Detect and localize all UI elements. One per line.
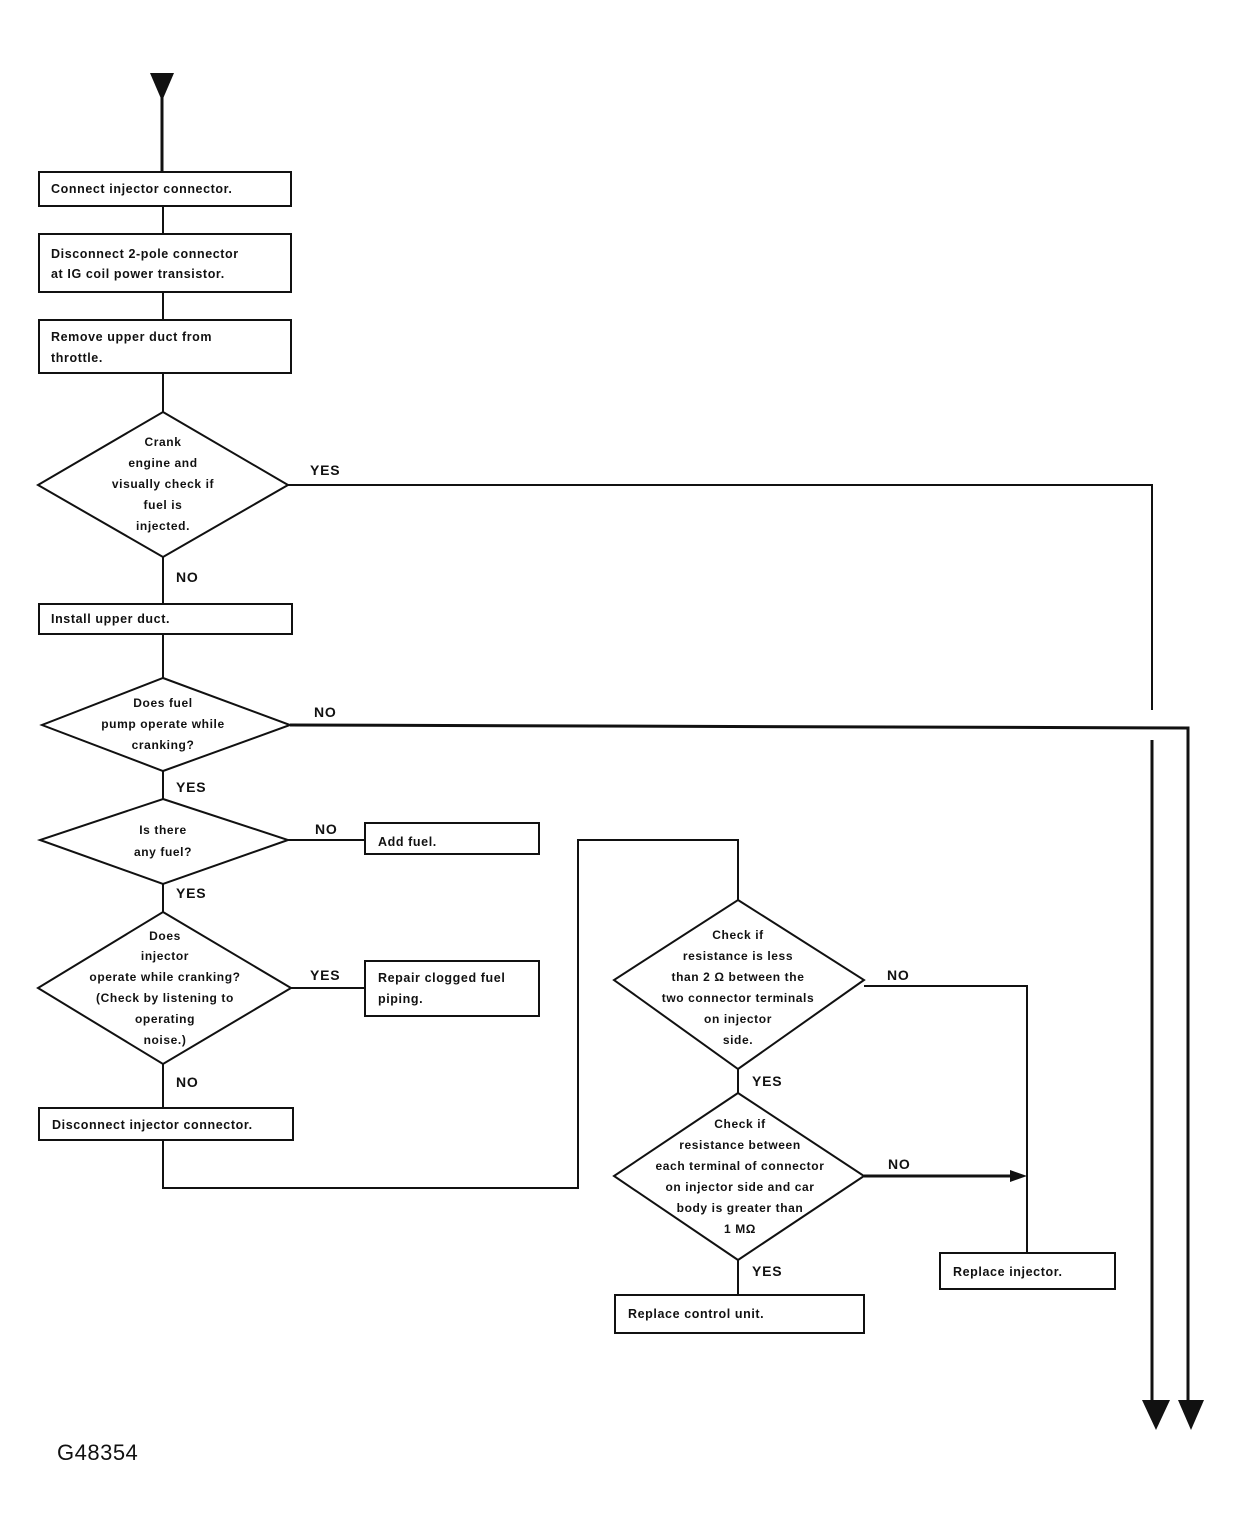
decision-injector-operate-line-6: noise.) bbox=[144, 1033, 187, 1047]
decision-resistance-1mohm-line-4: on injector side and car bbox=[665, 1180, 814, 1194]
decision-resistance-2ohm-line-4: two connector terminals bbox=[662, 991, 815, 1005]
box-install-upper-duct-line-1: Install upper duct. bbox=[51, 612, 170, 626]
line-crank-yes bbox=[288, 484, 1153, 710]
decision-resistance-1mohm-line-2: resistance between bbox=[679, 1138, 801, 1152]
label-r2-no: NO bbox=[887, 967, 910, 983]
decision-resistance-2ohm-line-1: Check if bbox=[712, 928, 764, 942]
decision-fuel-pump-line-3: cranking? bbox=[132, 738, 195, 752]
box-remove-upper-duct-line-2: throttle. bbox=[51, 351, 103, 365]
box-install-upper-duct: Install upper duct. bbox=[38, 603, 293, 635]
decision-injector-operate: Does injector operate while cranking? (C… bbox=[36, 910, 293, 1066]
box-disconnect-2pole: Disconnect 2-pole connector at IG coil p… bbox=[38, 233, 292, 293]
decision-crank-engine-line-1: Crank bbox=[144, 435, 181, 449]
label-fuel-yes: YES bbox=[176, 885, 206, 901]
branch-labels: YES NO NO YES NO YES YES NO NO YES NO YE… bbox=[176, 462, 911, 1279]
line-r2-no bbox=[864, 985, 1028, 1253]
decision-crank-engine-line-5: injected. bbox=[136, 519, 190, 533]
label-injector-yes: YES bbox=[310, 967, 340, 983]
decision-crank-engine: Crank engine and visually check if fuel … bbox=[36, 410, 290, 559]
line-to-resistance-check bbox=[162, 839, 739, 1189]
box-remove-upper-duct: Remove upper duct from throttle. bbox=[38, 319, 292, 374]
box-add-fuel: Add fuel. bbox=[364, 822, 540, 855]
box-connect-injector: Connect injector connector. bbox=[38, 171, 292, 207]
box-remove-upper-duct-line-1: Remove upper duct from bbox=[51, 330, 212, 344]
decision-resistance-1mohm: Check if resistance between each termina… bbox=[612, 1091, 866, 1262]
label-pump-no: NO bbox=[314, 704, 337, 720]
label-r1m-no: NO bbox=[888, 1156, 911, 1172]
entry-arrowhead bbox=[150, 73, 174, 101]
box-replace-injector: Replace injector. bbox=[939, 1252, 1116, 1290]
box-disconnect-injector-line-1: Disconnect injector connector. bbox=[52, 1118, 253, 1132]
decision-resistance-1mohm-line-6: 1 MΩ bbox=[724, 1222, 756, 1236]
box-repair-piping-line-2: piping. bbox=[378, 992, 423, 1006]
label-crank-no: NO bbox=[176, 569, 199, 585]
decision-resistance-2ohm-line-6: side. bbox=[723, 1033, 753, 1047]
box-disconnect-2pole-line-2: at IG coil power transistor. bbox=[51, 267, 225, 281]
label-crank-yes: YES bbox=[310, 462, 340, 478]
decision-fuel-pump-line-1: Does fuel bbox=[133, 696, 192, 710]
label-pump-yes: YES bbox=[176, 779, 206, 795]
decision-resistance-2ohm-line-5: on injector bbox=[704, 1012, 772, 1026]
decision-crank-engine-line-4: fuel is bbox=[144, 498, 183, 512]
crank-yes-arrowhead bbox=[1142, 1400, 1170, 1430]
figure-id: G48354 bbox=[57, 1440, 138, 1465]
decision-fuel-pump-line-2: pump operate while bbox=[101, 717, 224, 731]
pump-no-arrowhead bbox=[1178, 1400, 1204, 1430]
box-disconnect-2pole-line-1: Disconnect 2-pole connector bbox=[51, 247, 239, 261]
box-connect-injector-line-1: Connect injector connector. bbox=[51, 182, 233, 196]
decision-injector-operate-line-4: (Check by listening to bbox=[96, 991, 234, 1005]
label-r1m-yes: YES bbox=[752, 1263, 782, 1279]
decision-injector-operate-line-2: injector bbox=[141, 949, 189, 963]
decision-resistance-2ohm-line-3: than 2 Ω between the bbox=[672, 970, 805, 984]
decision-crank-engine-line-3: visually check if bbox=[112, 477, 215, 491]
decision-injector-operate-line-1: Does bbox=[149, 929, 181, 943]
decision-injector-operate-line-5: operating bbox=[135, 1012, 195, 1026]
box-replace-control-unit: Replace control unit. bbox=[614, 1294, 865, 1334]
decision-resistance-1mohm-line-5: body is greater than bbox=[677, 1201, 804, 1215]
label-fuel-no: NO bbox=[315, 821, 338, 837]
decision-crank-engine-line-2: engine and bbox=[128, 456, 197, 470]
label-injector-no: NO bbox=[176, 1074, 199, 1090]
decision-any-fuel: Is there any fuel? bbox=[36, 797, 292, 886]
box-add-fuel-line-1: Add fuel. bbox=[378, 835, 437, 849]
decision-resistance-2ohm-line-2: resistance is less bbox=[683, 949, 793, 963]
decision-resistance-1mohm-line-1: Check if bbox=[714, 1117, 766, 1131]
decision-resistance-2ohm: Check if resistance is less than 2 Ω bet… bbox=[612, 898, 866, 1071]
box-replace-injector-line-1: Replace injector. bbox=[953, 1265, 1063, 1279]
decision-any-fuel-line-2: any fuel? bbox=[134, 845, 192, 859]
decision-resistance-1mohm-line-3: each terminal of connector bbox=[656, 1159, 825, 1173]
box-disconnect-injector: Disconnect injector connector. bbox=[38, 1107, 294, 1141]
r1m-no-arrowhead bbox=[1010, 1170, 1027, 1182]
connector-lines bbox=[150, 73, 1204, 1430]
decision-fuel-pump: Does fuel pump operate while cranking? bbox=[39, 676, 293, 773]
decision-injector-operate-line-3: operate while cranking? bbox=[89, 970, 240, 984]
decision-any-fuel-line-1: Is there bbox=[139, 823, 187, 837]
line-pump-no bbox=[289, 723, 1190, 1408]
box-repair-piping-line-1: Repair clogged fuel bbox=[378, 971, 505, 985]
box-repair-piping: Repair clogged fuel piping. bbox=[364, 960, 540, 1017]
label-r2-yes: YES bbox=[752, 1073, 782, 1089]
box-replace-control-unit-line-1: Replace control unit. bbox=[628, 1307, 764, 1321]
